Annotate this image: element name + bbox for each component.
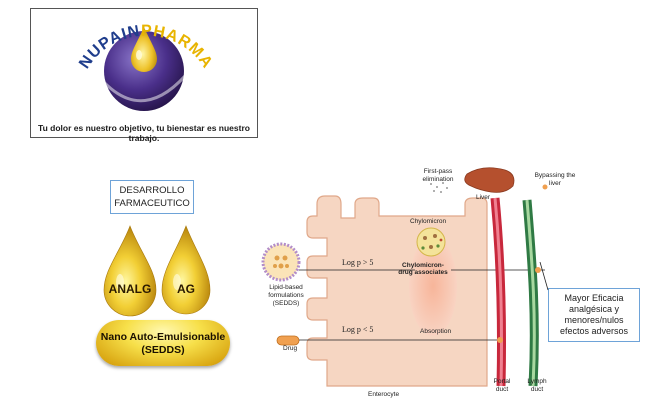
logp-high-label: Log p > 5	[342, 258, 374, 267]
analg-drop	[103, 225, 157, 317]
efficacy-line4: efectos adversos	[559, 326, 629, 336]
efficacy-line2: analgésica y	[568, 304, 620, 314]
drops-graphic	[103, 225, 211, 317]
analg-label: ANALG	[108, 282, 152, 296]
elimination-dots	[430, 182, 448, 193]
efficacy-connector	[539, 262, 549, 291]
lipid-formulation-label: Lipid-based formulations (SEDDS)	[268, 284, 304, 307]
development-line1: DESARROLLO	[119, 185, 185, 196]
tagline: Tu dolor es nuestro objetivo, tu bienest…	[38, 123, 250, 143]
absorption-region	[409, 236, 457, 336]
enterocyte-label: Enterocyte	[368, 391, 400, 398]
logp-low-label: Log p < 5	[342, 325, 374, 334]
chylo-assoc-label: Chylomicron-drug associates	[398, 262, 448, 276]
development-box: DESARROLLO FARMACEUTICO	[110, 180, 194, 214]
absorption-label: Absorption	[420, 328, 452, 335]
enterocyte-cell	[306, 195, 488, 387]
capsule-line2: (SEDDS)	[141, 344, 185, 356]
capsule-line1: Nano Auto-Emulsionable	[100, 331, 226, 343]
ag-label: AG	[177, 282, 195, 296]
logo-card: NUPAINPHARMA Tu dolor es nuestro objetiv…	[30, 8, 258, 143]
chylomicron-label: Chylomicron	[410, 218, 447, 225]
liver-label: Liver	[476, 194, 491, 201]
efficacy-line1: Mayor Eficacia	[564, 293, 624, 303]
liver-graphic	[464, 167, 515, 193]
first-pass-label: First-pass elimination	[422, 168, 454, 183]
nupainpharma-logo: NUPAINPHARMA	[76, 23, 215, 111]
capsule-label: Nano Auto-Emulsionable (SEDDS)	[96, 331, 230, 357]
drug-pill	[276, 335, 300, 346]
efficacy-line3: menores/nulos	[564, 315, 624, 325]
bypassing-label: Bypassing the liver	[534, 172, 576, 187]
lymph-duct-label: Lymph duct	[527, 378, 547, 393]
drug-label: Drug	[283, 345, 298, 352]
lipid-formulation-sphere	[261, 242, 301, 282]
development-line2: FARMACEUTICO	[114, 198, 190, 209]
efficacy-box: Mayor Eficacia analgésica y menores/nulo…	[548, 288, 640, 342]
chylomicron-particle	[416, 227, 446, 257]
ag-drop	[161, 225, 211, 315]
oil-drop-graphic	[131, 27, 157, 72]
capsule-graphic	[96, 320, 230, 366]
portal-duct-label: Portal duct	[493, 378, 511, 393]
absorption-diagram	[261, 167, 548, 387]
